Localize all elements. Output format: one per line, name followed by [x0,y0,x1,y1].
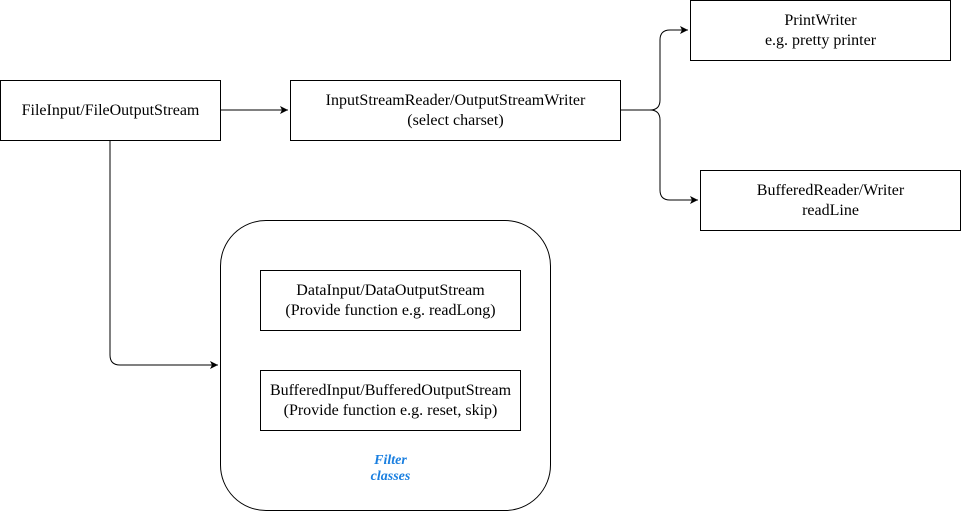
node-buffered-stream-title: BufferedInput/BufferedOutputStream [269,381,512,399]
node-stream-reader-writer-title: InputStreamReader/OutputStreamWriter [325,91,586,109]
filter-classes-label-line2: classes [370,469,411,484]
filter-classes-label-line1: Filter [374,453,407,468]
node-print-writer-note: e.g. pretty printer [764,31,877,49]
node-file-stream: FileInput/FileOutputStream [0,80,221,141]
node-buffered-reader-writer-note: readLine [802,201,859,219]
node-file-stream-label: FileInput/FileOutputStream [21,101,200,119]
node-buffered-stream-note: (Provide function e.g. reset, skip) [283,401,498,419]
node-print-writer: PrintWriter e.g. pretty printer [690,0,951,61]
node-data-stream: DataInput/DataOutputStream (Provide func… [260,270,521,331]
edge-reader-to-printwriter [621,26,688,111]
edge-file-to-filter-group [109,141,218,369]
node-data-stream-title: DataInput/DataOutputStream [296,281,485,299]
node-print-writer-title: PrintWriter [784,11,857,29]
node-stream-reader-writer-note: (select charset) [407,111,504,129]
filter-classes-label: Filter classes [330,453,451,485]
node-buffered-reader-writer: BufferedReader/Writer readLine [700,170,961,231]
node-buffered-reader-writer-title: BufferedReader/Writer [756,181,905,199]
filter-classes-group [220,220,551,511]
node-data-stream-note: (Provide function e.g. readLong) [285,301,496,319]
node-stream-reader-writer: InputStreamReader/OutputStreamWriter (se… [290,80,621,141]
edge-reader-to-bufferedreader [621,109,698,204]
node-buffered-stream: BufferedInput/BufferedOutputStream (Prov… [260,370,521,431]
